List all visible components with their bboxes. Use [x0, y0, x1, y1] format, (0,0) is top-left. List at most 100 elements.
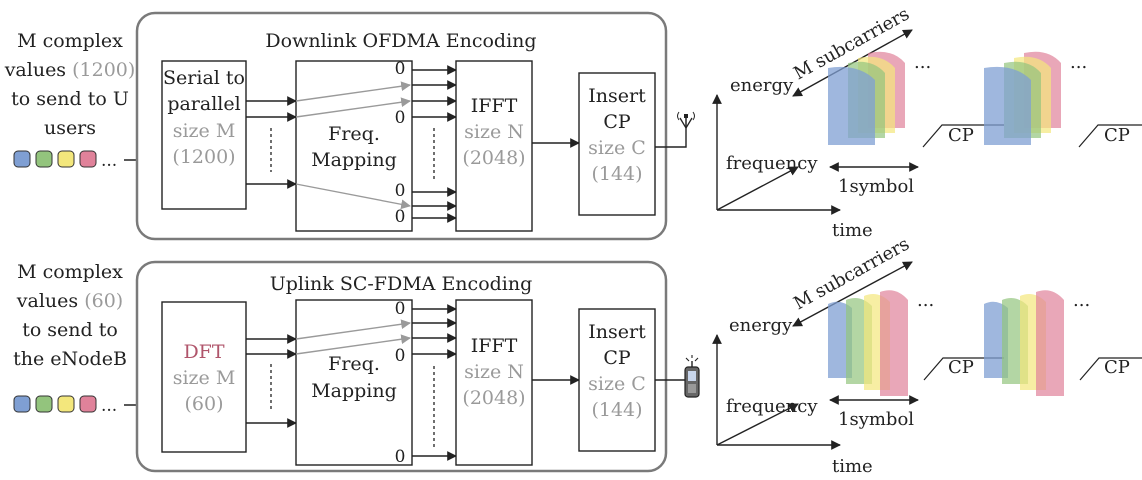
downlink-ifft-size: size N	[464, 121, 524, 143]
zero-label-1: 0	[395, 59, 406, 79]
uplink-symbol-1	[828, 290, 908, 396]
downlink-cp-count: (144)	[591, 163, 642, 185]
uplink-ifft-label: IFFT	[471, 335, 518, 357]
downlink-symbol-label: 1symbol	[838, 176, 914, 197]
symbol-green	[35, 150, 53, 168]
downlink-cp-marker-2	[1078, 124, 1142, 148]
dft-size: size M	[173, 367, 236, 389]
downlink-ifft-block	[455, 60, 533, 232]
downlink-axis-time: time	[832, 220, 873, 241]
downlink-cp-label-2: CP	[1104, 125, 1130, 146]
downlink-axis-energy: energy	[730, 75, 794, 96]
uplink-symbol-2	[984, 290, 1064, 396]
uplink-cp-line1: Insert	[588, 321, 646, 343]
sp-line2: parallel	[167, 93, 240, 115]
uplink-input-line3: to send to	[22, 319, 118, 341]
downlink-frequency-axis	[716, 166, 799, 211]
uplink-mapping-line1: Freq.	[328, 353, 380, 375]
mapping-gray-arrow-2	[295, 97, 411, 118]
downlink-input-symbols: ...	[13, 150, 117, 171]
uplink-axis-time: time	[832, 456, 873, 477]
uplink-gray-arrow-1	[295, 319, 411, 340]
dft-label: DFT	[183, 341, 224, 363]
uplink-input-ellipsis: ...	[101, 396, 117, 416]
symbol-green	[35, 395, 53, 413]
symbol-yellow	[57, 395, 75, 413]
mapping-gray-arrow-1	[295, 81, 411, 102]
uplink-cp-marker-2	[1079, 357, 1142, 381]
downlink-cp-label-1: CP	[948, 125, 974, 146]
symbol-blue	[13, 150, 31, 168]
uplink-cp-size: size C	[588, 373, 646, 395]
dft-block	[161, 301, 247, 453]
zero-label-4: 0	[395, 207, 406, 227]
uplink-cp-marker-1	[923, 357, 1004, 381]
symbol-red	[79, 395, 97, 413]
uplink-title: Uplink SC-FDMA Encoding	[270, 273, 533, 295]
uplink-zero-2: 0	[395, 346, 406, 366]
downlink-input-ellipsis: ...	[101, 151, 117, 171]
uplink-freq-mapping-block	[295, 299, 413, 466]
cp-to-antenna-line	[655, 125, 687, 148]
uplink-ifft-count: (2048)	[462, 387, 525, 409]
zero-label-3: 0	[395, 181, 406, 201]
downlink-symbol-2	[984, 51, 1061, 145]
uplink-mapping-line2: Mapping	[311, 380, 397, 402]
sp-line1: Serial to	[163, 67, 245, 89]
downlink-ifft-count: (2048)	[462, 147, 525, 169]
uplink-zero-3: 0	[395, 447, 406, 467]
uplink-insert-cp-block	[578, 308, 656, 452]
downlink-cp-line2: CP	[603, 111, 631, 133]
uplink-subcarrier-arrow	[792, 261, 913, 327]
uplink-symbol-label: 1symbol	[838, 409, 914, 430]
downlink-title: Downlink OFDMA Encoding	[265, 30, 536, 52]
uplink-cp-count: (144)	[591, 399, 642, 421]
uplink-frequency-axis	[716, 403, 799, 446]
downlink-input-line3: to send to U	[11, 88, 129, 110]
phone-icon	[684, 355, 700, 398]
symbol-blue	[13, 395, 31, 413]
downlink-sym1-layer-blue	[828, 66, 875, 145]
downlink-sym2-layer-blue	[984, 66, 1031, 145]
downlink-cp-marker-1	[922, 124, 1004, 148]
uplink-input-line1: M complex	[17, 261, 123, 283]
uplink-ifft-size: size N	[464, 361, 524, 383]
uplink-cp-label-2: CP	[1104, 357, 1130, 378]
uplink-dots-1: ...	[917, 290, 934, 311]
dft-count: (60)	[184, 393, 223, 415]
uplink-input-line4: the eNodeB	[13, 348, 127, 370]
downlink-input-line2: values (1200)	[4, 59, 136, 81]
symbol-red	[79, 150, 97, 168]
uplink-sym2-layer-red	[1036, 290, 1064, 396]
uplink-dots-2: ...	[1073, 290, 1090, 311]
mapping-gray-arrow-3	[295, 183, 411, 210]
downlink-section: M complex values (1200) to send to U use…	[4, 4, 1142, 241]
downlink-dots-1: ...	[914, 52, 931, 73]
downlink-axis-frequency: frequency	[726, 153, 818, 174]
uplink-axis-frequency: frequency	[726, 396, 818, 417]
uplink-ifft-block	[455, 299, 533, 466]
uplink-input-symbols: ...	[13, 395, 117, 416]
uplink-axis-energy: energy	[729, 315, 793, 336]
downlink-input-line1: M complex	[17, 30, 123, 52]
downlink-cp-line1: Insert	[588, 85, 646, 107]
downlink-mapping-line2: Mapping	[311, 149, 397, 171]
uplink-cp-line2: CP	[603, 347, 631, 369]
uplink-section: M complex values (60) to send to the eNo…	[13, 234, 1142, 477]
antenna-icon	[677, 111, 695, 130]
zero-label-2: 0	[395, 108, 406, 128]
uplink-zero-1: 0	[395, 299, 406, 319]
uplink-cp-label-1: CP	[948, 357, 974, 378]
downlink-mapping-line1: Freq.	[328, 123, 380, 145]
downlink-cp-size: size C	[588, 137, 646, 159]
uplink-sym1-layer-red	[880, 290, 908, 396]
symbol-yellow	[57, 150, 75, 168]
sp-count: (1200)	[172, 146, 235, 168]
downlink-insert-cp-block	[578, 72, 656, 216]
serial-to-parallel-block	[161, 60, 247, 210]
downlink-symbol-1	[828, 51, 905, 145]
uplink-input-line2: values (60)	[16, 290, 123, 312]
sp-size: size M	[173, 120, 236, 142]
